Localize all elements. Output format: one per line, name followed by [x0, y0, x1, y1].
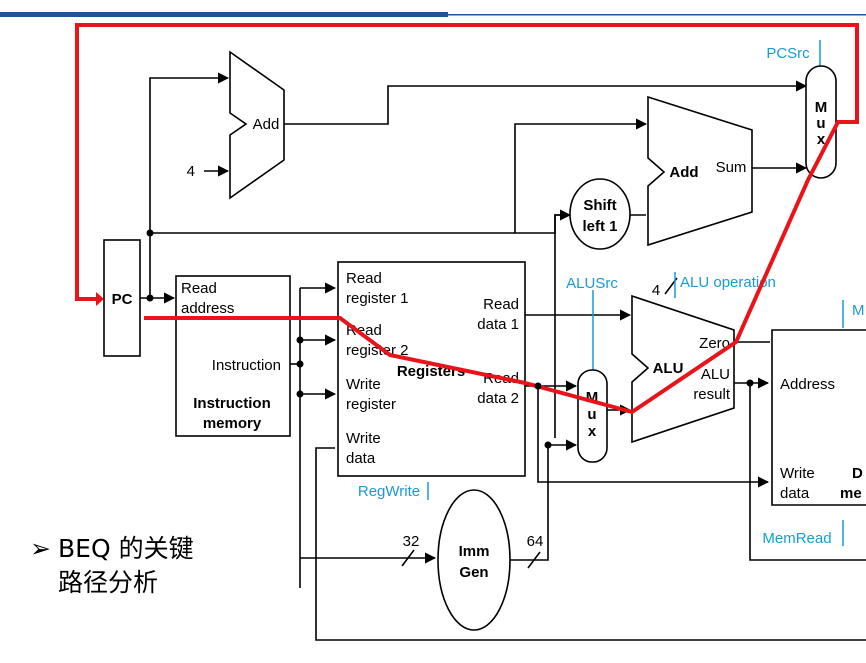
mux-alu: M u x: [577, 369, 608, 463]
svg-text:address: address: [181, 300, 234, 317]
svg-text:Write: Write: [780, 465, 815, 482]
svg-text:me: me: [840, 485, 862, 502]
bullet-note: ➢ BEQ 的关键 路径分析: [30, 534, 194, 597]
pcsrc-label: PCSrc: [766, 45, 810, 62]
svg-text:x: x: [588, 423, 597, 440]
svg-text:Write: Write: [346, 430, 381, 447]
svg-text:Read: Read: [346, 322, 382, 339]
svg-text:4: 4: [652, 282, 660, 299]
bullet-marker: ➢: [30, 534, 51, 563]
svg-text:64: 64: [527, 533, 544, 550]
svg-text:data: data: [346, 450, 376, 467]
critical-path-arrowhead: [96, 292, 104, 306]
add-branch-label: Add: [669, 164, 698, 181]
svg-text:ALU: ALU: [653, 360, 684, 377]
instruction-memory: Read address Instruction Instruction mem…: [175, 275, 291, 437]
register-file: Read register 1 Read register 2 Write re…: [337, 261, 526, 477]
svg-text:u: u: [587, 406, 596, 423]
memwrite-label: M: [852, 302, 865, 319]
alu: ALU Zero ALU result: [631, 294, 735, 444]
svg-text:x: x: [817, 131, 826, 148]
mux-pc: M u x: [805, 65, 837, 179]
regwrite-label: RegWrite: [358, 483, 420, 500]
bullet-line-1: BEQ 的关键: [58, 534, 194, 563]
add-four-label: 4: [187, 163, 195, 180]
svg-text:data: data: [780, 485, 810, 502]
sum-label: Sum: [716, 159, 747, 176]
svg-text:Instruction: Instruction: [193, 395, 271, 412]
svg-text:Read: Read: [181, 280, 217, 297]
critical-path: [75, 23, 859, 415]
svg-text:Read: Read: [483, 296, 519, 313]
bullet-line-2: 路径分析: [58, 568, 158, 597]
svg-text:M: M: [815, 99, 828, 116]
svg-text:Instruction: Instruction: [212, 357, 281, 374]
svg-text:data 2: data 2: [477, 390, 519, 407]
svg-text:Read: Read: [346, 270, 382, 287]
control-wires: [427, 40, 844, 546]
control-labels: PCSrc ALUSrc ALU operation RegWrite MemR…: [358, 45, 865, 547]
svg-text:Gen: Gen: [459, 564, 488, 581]
svg-text:result: result: [693, 386, 731, 403]
svg-text:32: 32: [403, 533, 420, 550]
svg-text:D: D: [852, 465, 863, 482]
imm-gen: Imm Gen 32 64 4: [403, 282, 660, 631]
header-bar: [0, 12, 866, 17]
svg-text:Zero: Zero: [699, 335, 730, 352]
wires: [140, 72, 866, 641]
alu-operation-label: ALU operation: [680, 274, 776, 291]
alusrc-label: ALUSrc: [566, 275, 618, 292]
add-top: Add 4: [187, 50, 285, 200]
svg-text:left 1: left 1: [582, 218, 617, 235]
svg-text:Write: Write: [346, 376, 381, 393]
svg-text:Shift: Shift: [583, 197, 616, 214]
svg-text:Address: Address: [780, 376, 835, 393]
svg-text:Imm: Imm: [459, 543, 490, 560]
add-branch: Add Sum: [647, 95, 753, 247]
svg-text:register: register: [346, 396, 396, 413]
add-top-label: Add: [253, 116, 280, 133]
memread-label: MemRead: [762, 530, 831, 547]
shift-left: Shift left 1: [569, 178, 631, 250]
svg-text:data 1: data 1: [477, 316, 519, 333]
svg-text:memory: memory: [203, 415, 262, 432]
pc-label: PC: [112, 291, 133, 308]
svg-text:ALU: ALU: [701, 366, 730, 383]
pc-register: PC: [103, 239, 141, 357]
junction-dots: [146, 229, 754, 449]
svg-text:u: u: [816, 115, 825, 132]
data-memory: Address Write data D me: [771, 329, 866, 506]
svg-text:register 1: register 1: [346, 290, 409, 307]
svg-text:Registers: Registers: [397, 363, 465, 380]
